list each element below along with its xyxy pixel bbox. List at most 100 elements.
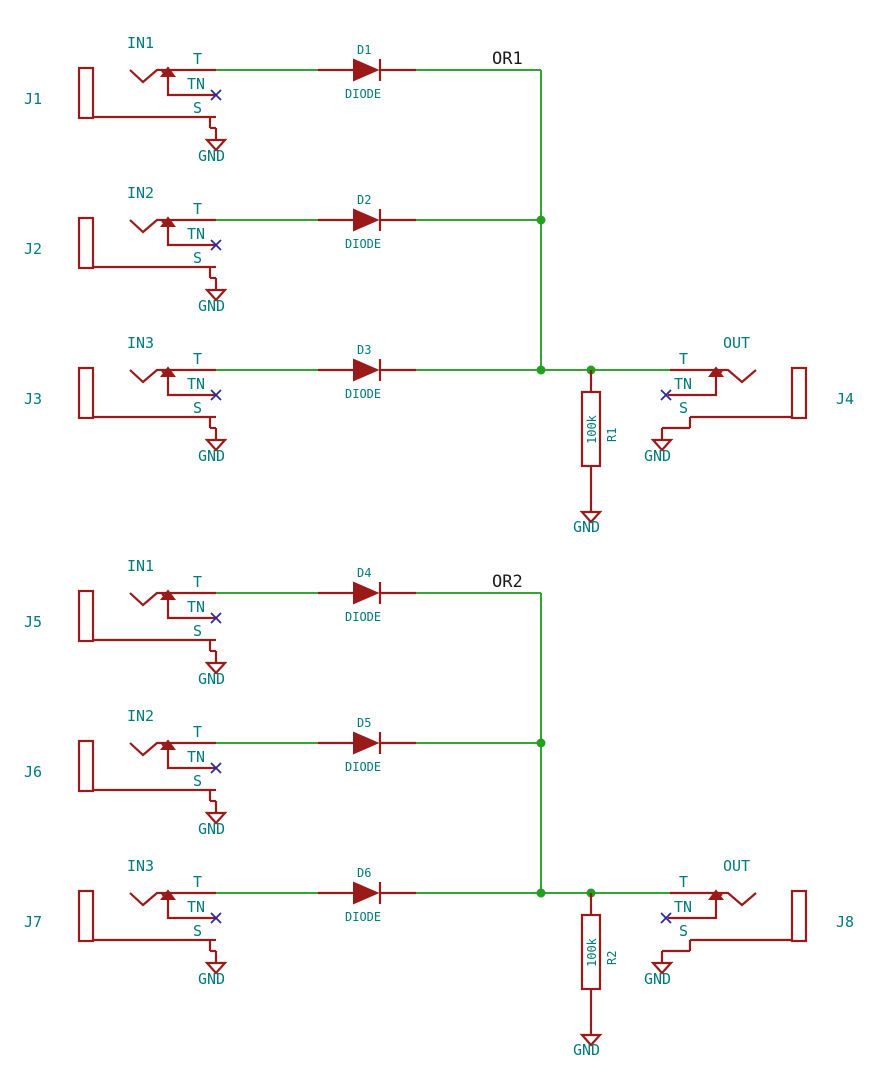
pin-label-tn: TN (674, 375, 692, 393)
no-connect-icon (210, 89, 222, 101)
resistor-value: 100k (585, 937, 599, 967)
no-connect-icon (210, 762, 222, 774)
ground-label: GND (198, 297, 225, 315)
jack-ref: J6 (24, 763, 42, 781)
no-connect-icon (660, 912, 672, 924)
jack-ref: J8 (836, 913, 854, 931)
diode-value: DIODE (345, 237, 381, 251)
no-connect-icon (210, 912, 222, 924)
diode-icon (353, 58, 380, 82)
jack-tip-contact (129, 591, 216, 607)
diode-ref: D2 (357, 193, 371, 207)
no-connect-icon (210, 612, 222, 624)
pin-label-sleeve: S (193, 399, 202, 417)
diode-value: DIODE (345, 387, 381, 401)
ground-label: GND (198, 970, 225, 988)
diode-icon (353, 881, 380, 905)
diode-ref: D1 (357, 43, 371, 57)
pin-label-sleeve: S (193, 622, 202, 640)
diode-ref: D3 (357, 343, 371, 357)
pin-label-tip: T (193, 573, 202, 591)
pin-label-tip: T (193, 200, 202, 218)
diode-value: DIODE (345, 610, 381, 624)
ground-icon (204, 138, 228, 152)
diode-value: DIODE (345, 760, 381, 774)
ground-icon (204, 661, 228, 675)
jack-arrow-icon (160, 589, 176, 600)
junction-dot (536, 215, 546, 225)
ground-label: GND (198, 147, 225, 165)
pin-label-sleeve: S (679, 922, 688, 940)
ground-label: GND (644, 970, 671, 988)
pin-label-sleeve: S (193, 99, 202, 117)
ground-symbol: GND (644, 951, 674, 988)
pin-label-tip: T (193, 50, 202, 68)
or-circuit: OR2J5IN1TTNSGNDD4DIODEJ6IN2TTNSGNDD5DIOD… (24, 557, 854, 1059)
jack-value: IN3 (127, 857, 154, 875)
ground-icon (204, 438, 228, 452)
ground-label: GND (198, 447, 225, 465)
jack-sleeve-body (77, 366, 95, 420)
pin-label-tn: TN (187, 75, 205, 93)
ground-label: GND (644, 447, 671, 465)
jack-tip-contact (670, 368, 757, 384)
ground-icon (579, 510, 603, 524)
ground-icon (579, 1033, 603, 1047)
pin-label-tn: TN (674, 898, 692, 916)
jack-ref: J4 (836, 390, 854, 408)
ground-icon (204, 811, 228, 825)
jack-arrow-icon (708, 889, 724, 900)
jack-ref: J3 (24, 390, 42, 408)
diode-icon (353, 358, 380, 382)
no-connect-icon (660, 389, 672, 401)
pin-label-sleeve: S (193, 922, 202, 940)
pin-label-tn: TN (187, 375, 205, 393)
jack-sleeve-body (77, 739, 95, 793)
pin-label-sleeve: S (679, 399, 688, 417)
diode-value: DIODE (345, 87, 381, 101)
jack-arrow-icon (708, 366, 724, 377)
ground-symbol: GND (198, 278, 228, 315)
ground-symbol: GND (644, 428, 674, 465)
ground-symbol: GND (573, 500, 603, 536)
diode-icon (353, 581, 380, 605)
ground-symbol: GND (198, 951, 228, 988)
ground-symbol: GND (198, 428, 228, 465)
net-label: OR2 (492, 572, 523, 592)
jack-ref: J7 (24, 913, 42, 931)
diode-value: DIODE (345, 910, 381, 924)
jack-tip-contact (670, 891, 757, 907)
ground-icon (204, 961, 228, 975)
jack-value: IN1 (127, 557, 154, 575)
ground-symbol: GND (573, 1023, 603, 1059)
pin-label-tip: T (679, 873, 688, 891)
jack-sleeve-body (77, 589, 95, 643)
jack-sleeve-body (77, 216, 95, 270)
no-connect-icon (210, 389, 222, 401)
junction-dot (536, 888, 546, 898)
pin-label-tip: T (679, 350, 688, 368)
pin-label-sleeve: S (193, 249, 202, 267)
ground-symbol: GND (198, 801, 228, 838)
diode-icon (353, 208, 380, 232)
ground-label: GND (573, 518, 600, 536)
jack-arrow-icon (160, 739, 176, 750)
jack-arrow-icon (160, 216, 176, 227)
ground-icon (650, 438, 674, 452)
jack-ref: J5 (24, 613, 42, 631)
ground-label: GND (198, 670, 225, 688)
jack-tip-contact (129, 68, 216, 84)
ground-symbol: GND (198, 651, 228, 688)
diode-ref: D4 (357, 566, 371, 580)
no-connect-icon (210, 239, 222, 251)
jack-sleeve-body (790, 366, 808, 420)
junction-dot (536, 738, 546, 748)
